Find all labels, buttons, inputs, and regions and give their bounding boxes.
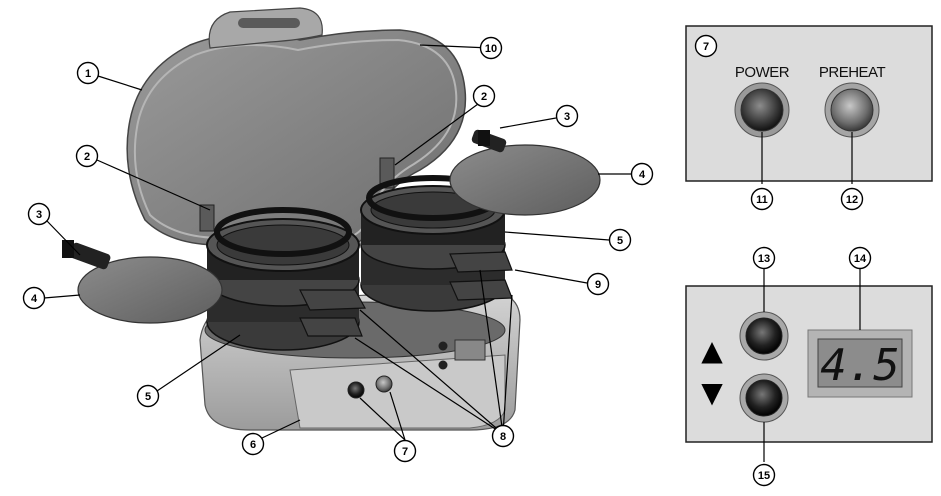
- callout-12: 12: [840, 187, 864, 211]
- callout-13: 13: [752, 246, 776, 270]
- timer-display-value: 4.5: [820, 340, 899, 391]
- base-up-button: [438, 341, 448, 351]
- callout-1: 1: [76, 61, 100, 85]
- base-power-light: [347, 381, 365, 399]
- svg-text:14: 14: [854, 253, 867, 265]
- svg-text:3: 3: [564, 111, 570, 123]
- base-timer-display: [454, 339, 486, 361]
- svg-text:5: 5: [145, 391, 151, 403]
- leader-lines: [43, 44, 631, 441]
- callout-7-panel: 7: [694, 34, 718, 58]
- preheat-label: PREHEAT: [819, 64, 886, 81]
- svg-text:5: 5: [617, 235, 623, 247]
- callout-7-main: 7: [393, 439, 417, 463]
- callout-3-right: 3: [555, 104, 579, 128]
- callout-3-left: 3: [27, 202, 51, 226]
- svg-text:9: 9: [595, 279, 601, 291]
- ring-handles: [299, 251, 513, 337]
- lid-handle-slot: [238, 18, 300, 28]
- timer-panel-detail: ▲ ▼ 4.5: [685, 268, 933, 462]
- callout-10: 10: [479, 36, 503, 60]
- callout-4-left: 4: [22, 286, 46, 310]
- base-preheat-light: [375, 375, 393, 393]
- callout-2-left: 2: [75, 144, 99, 168]
- callout-4-right: 4: [630, 162, 654, 186]
- svg-text:10: 10: [485, 43, 497, 55]
- callout-11: 11: [750, 187, 774, 211]
- svg-text:4: 4: [639, 169, 646, 181]
- callout-5-left: 5: [136, 384, 160, 408]
- callout-2-right: 2: [472, 84, 496, 108]
- callout-9: 9: [586, 272, 610, 296]
- svg-text:15: 15: [758, 470, 770, 482]
- svg-text:8: 8: [500, 431, 506, 443]
- power-label: POWER: [735, 64, 790, 81]
- svg-text:11: 11: [756, 194, 768, 206]
- timer-display: [817, 338, 903, 388]
- svg-text:7: 7: [402, 446, 408, 458]
- callout-6: 6: [241, 432, 265, 456]
- callout-8: 8: [491, 424, 515, 448]
- control-panel-detail: 7 POWER PREHEAT: [685, 25, 933, 184]
- down-arrow-icon: ▼: [701, 376, 723, 409]
- svg-text:12: 12: [846, 194, 858, 206]
- svg-text:3: 3: [36, 209, 42, 221]
- svg-text:2: 2: [481, 91, 487, 103]
- svg-text:7: 7: [703, 41, 709, 53]
- breakfast-sandwich-maker: [62, 7, 601, 431]
- callout-5-right: 5: [608, 228, 632, 252]
- callout-14: 14: [848, 246, 872, 270]
- svg-text:6: 6: [250, 439, 256, 451]
- base-down-button: [438, 360, 448, 370]
- svg-text:1: 1: [85, 68, 91, 80]
- right-cooking-plate: [449, 129, 601, 216]
- hinge-clip-left: [199, 204, 215, 232]
- left-cooking-plate: [62, 240, 223, 324]
- svg-text:4: 4: [31, 293, 38, 305]
- svg-text:2: 2: [84, 151, 90, 163]
- callout-15: 15: [752, 463, 776, 487]
- svg-text:13: 13: [758, 253, 770, 265]
- up-arrow-icon: ▲: [701, 334, 723, 367]
